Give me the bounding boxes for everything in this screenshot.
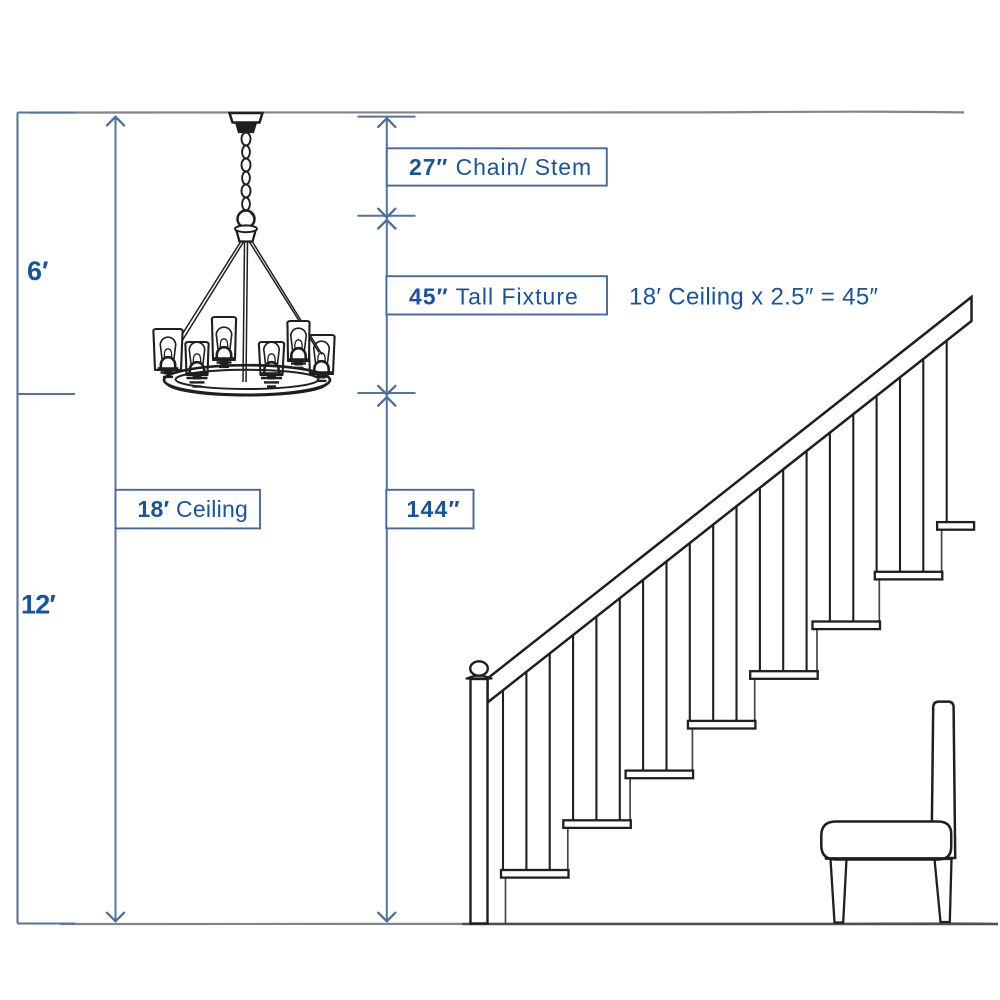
svg-text:18′ Ceiling: 18′ Ceiling: [138, 496, 249, 522]
svg-text:18′ Ceiling x 2.5″ = 45″: 18′ Ceiling x 2.5″ = 45″: [629, 283, 879, 310]
svg-text:144″: 144″: [407, 496, 461, 522]
svg-text:6′: 6′: [27, 256, 49, 286]
svg-text:12′: 12′: [21, 590, 55, 620]
svg-text:27″ Chain/ Stem: 27″ Chain/ Stem: [409, 154, 592, 180]
svg-text:45″ Tall Fixture: 45″ Tall Fixture: [409, 283, 579, 309]
